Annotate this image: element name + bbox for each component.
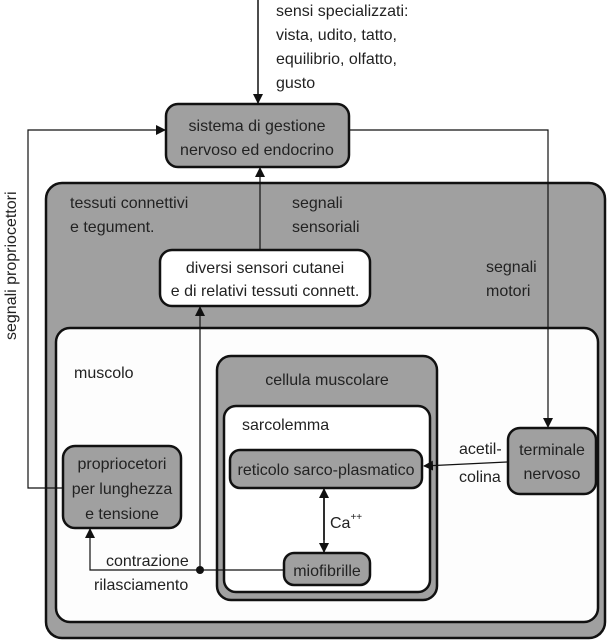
motor-signals-line1: segnali: [486, 259, 537, 276]
special-senses-line4: gusto: [276, 75, 315, 92]
myofibrils-label: miofibrille: [293, 563, 361, 580]
skin-sensors-line2: e di relativi tessuti connett.: [171, 283, 360, 300]
control-system-line2: nervoso ed endocrino: [180, 142, 334, 159]
nerve-terminal-line2: nervoso: [524, 466, 581, 483]
contraction-line1: contrazione: [106, 553, 189, 570]
nerve-terminal-box: [506, 426, 598, 496]
calcium-superscript: ++: [350, 512, 362, 523]
proprioceptors-box: [61, 444, 183, 530]
special-senses-line3: equilibrio, olfatto,: [276, 51, 397, 68]
contraction-to-proprioceptors-arrow: [85, 528, 200, 571]
special-senses-line1: sensi specializzati:: [276, 3, 409, 20]
connective-tissue-line1: tessuti connettivi: [70, 195, 188, 212]
calcium-base: Ca: [330, 515, 351, 532]
motor-signals-line2: motori: [486, 283, 530, 300]
proprioceptive-signal-line: [27, 125, 166, 489]
myofibrils-box: [282, 551, 372, 587]
acetylcholine-line1: acetil-: [459, 441, 502, 458]
sensory-signals-line1: segnali: [292, 195, 343, 212]
proprioceptive-signals-label: segnali propriocettori: [3, 191, 20, 340]
control-system-line1: sistema di gestione: [189, 118, 326, 135]
nerve-terminal-line1: terminale: [519, 442, 585, 459]
connective-tissue-line2: e tegument.: [70, 219, 155, 236]
contraction-line2: rilasciamento: [94, 577, 188, 594]
proprioceptors-line1: propriocetori: [78, 456, 167, 473]
acetylcholine-arrow: [423, 460, 508, 471]
sarcoplasmic-reticulum-label: reticolo sarco-plasmatico: [238, 462, 415, 479]
motor-signal-line: [350, 129, 553, 428]
skin-sensors-line1: diversi sensori cutanei: [186, 260, 344, 277]
muscle-cell-label: cellula muscolare: [265, 372, 389, 389]
skin-sensors-box: [158, 248, 372, 308]
proprioceptors-line3: e tensione: [85, 506, 159, 523]
special-senses-line2: vista, udito, tatto,: [276, 27, 397, 44]
acetylcholine-line2: colina: [459, 469, 501, 486]
sarcolemma-label: sarcolemma: [242, 417, 329, 434]
calcium-label: Ca++: [330, 512, 362, 532]
muscle-label: muscolo: [74, 365, 134, 382]
sensory-signals-line2: sensoriali: [292, 219, 360, 236]
proprioceptors-line2: per lunghezza: [72, 481, 173, 498]
